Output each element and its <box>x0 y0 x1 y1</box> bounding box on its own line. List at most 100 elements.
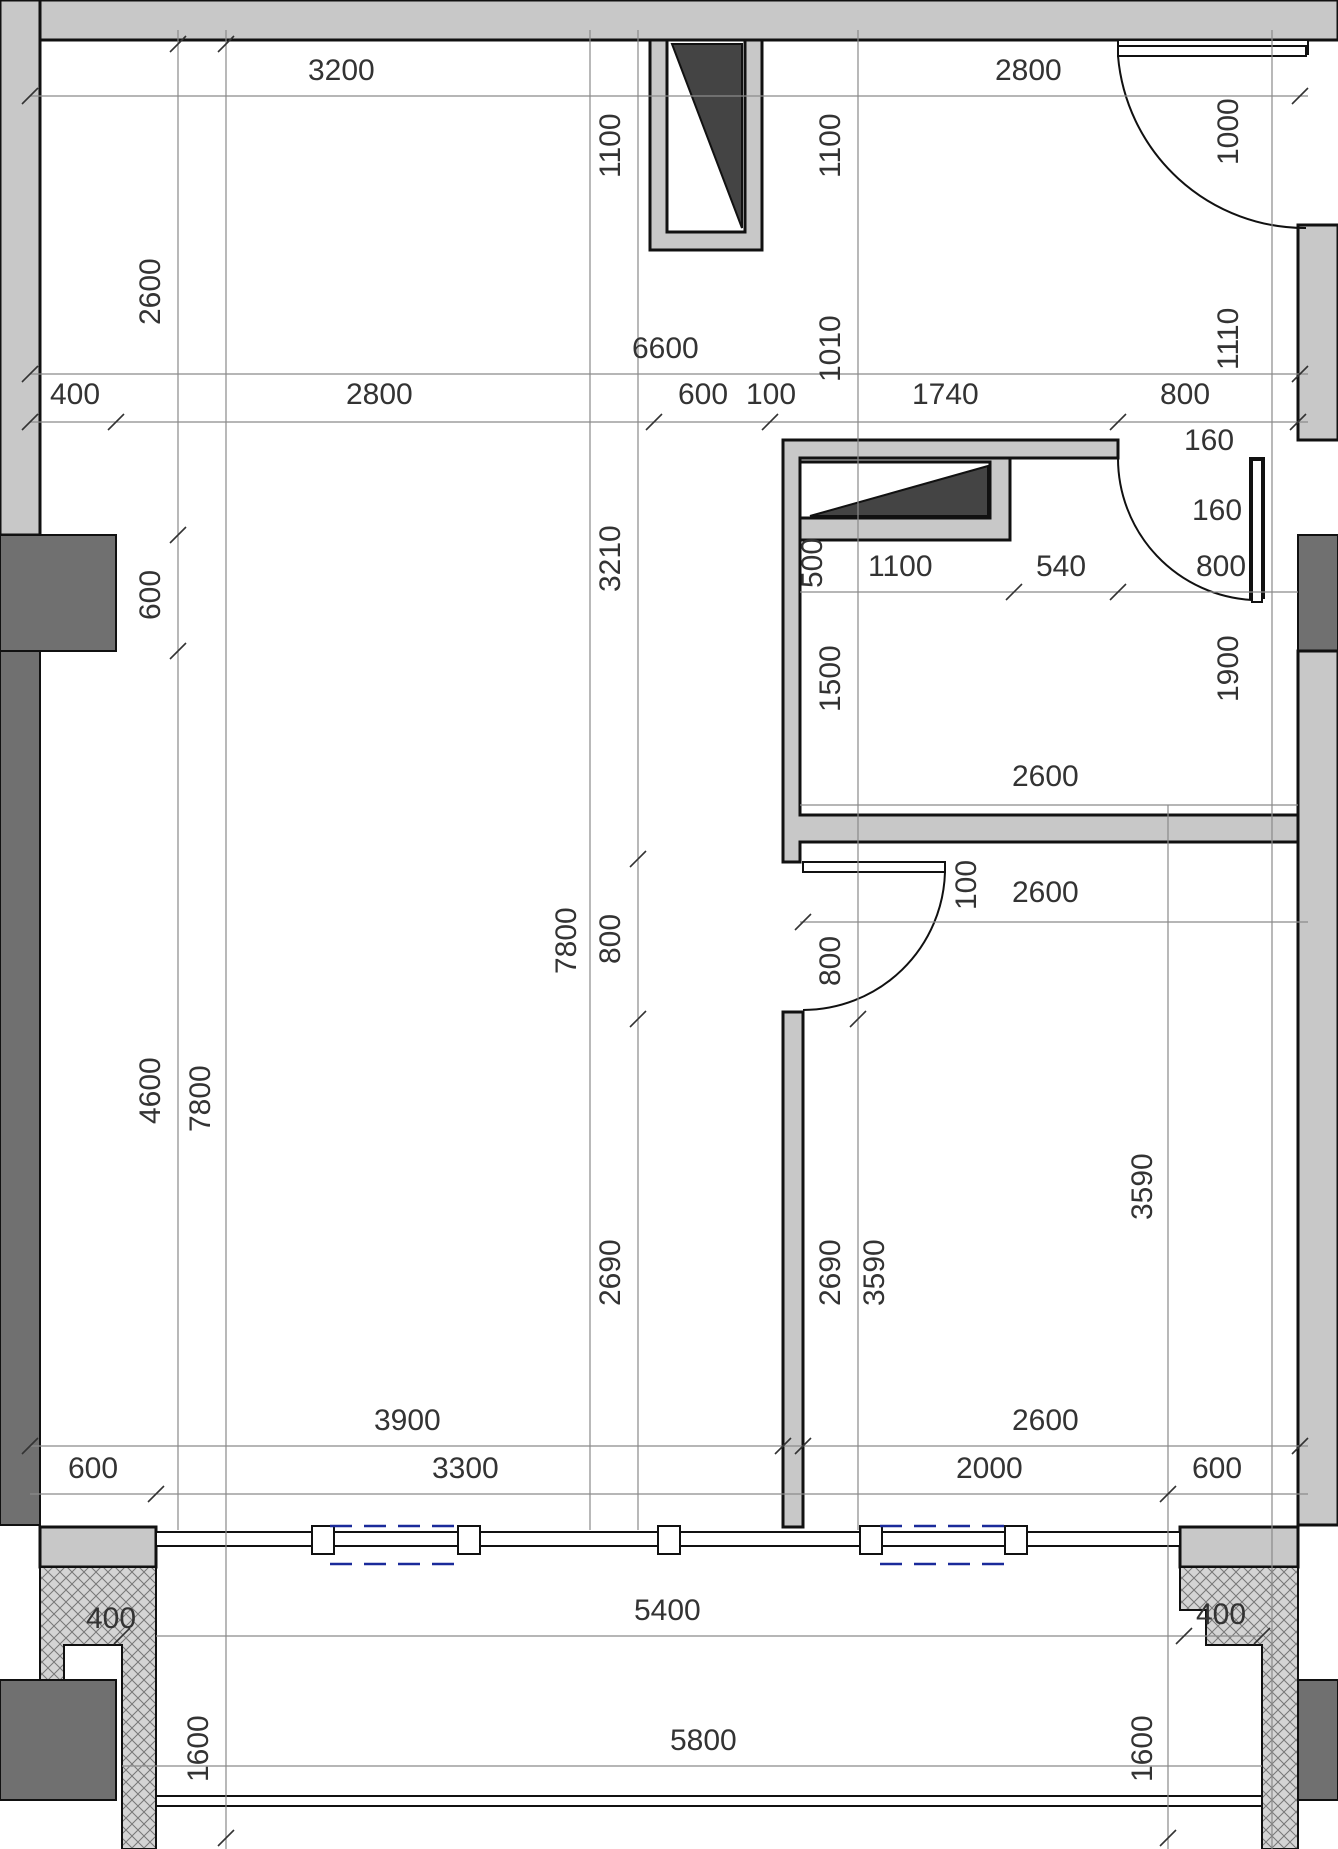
dimension-tick <box>107 413 125 431</box>
dimension-tick <box>1253 1627 1271 1645</box>
dim-label: 2600 <box>1012 1404 1079 1437</box>
top-wall-strip <box>38 0 1338 42</box>
dim-label: 800 <box>594 914 627 964</box>
dim-label: 600 <box>678 378 728 411</box>
dim-label: 3200 <box>308 54 375 87</box>
dim-label: 1010 <box>814 315 847 382</box>
dimension-tick <box>1109 413 1127 431</box>
dim-label: 2600 <box>134 258 167 325</box>
window-mullion <box>1004 1525 1028 1555</box>
dim-label: 6600 <box>632 332 699 365</box>
right-wall-upper <box>1296 223 1338 442</box>
dim-label: 1000 <box>1212 98 1245 165</box>
door-swing-room <box>802 871 946 1011</box>
dimension-labels: 3200 2800 1100 1100 1000 2600 6600 1010 … <box>50 54 1246 1782</box>
balcony-parapet <box>155 1795 1263 1807</box>
dimension-ticks <box>21 35 1309 1847</box>
dim-label: 400 <box>86 1602 136 1635</box>
doors <box>802 45 1307 1011</box>
dim-label: 100 <box>746 378 796 411</box>
bath-wall <box>781 438 1300 864</box>
window-mullion <box>457 1525 481 1555</box>
dim-label: 2800 <box>346 378 413 411</box>
dim-label: 2800 <box>995 54 1062 87</box>
dimension-tick <box>645 413 663 431</box>
dim-label: 2690 <box>814 1239 847 1306</box>
dim-label: 1900 <box>1212 635 1245 702</box>
right-wall-lower <box>1296 649 1338 1527</box>
dimension-tick <box>21 87 39 105</box>
dim-label: 1110 <box>1212 308 1245 370</box>
door-swing-entry <box>1117 55 1307 230</box>
dimension-tick <box>1159 1829 1177 1847</box>
dimension-tick <box>1291 87 1309 105</box>
dim-label: 3590 <box>1126 1153 1159 1220</box>
dim-label: 800 <box>1196 550 1246 583</box>
dim-label: 100 <box>950 860 983 910</box>
dim-label: 2600 <box>1012 876 1079 909</box>
right-column <box>1297 534 1338 652</box>
dimension-tick <box>147 1485 165 1503</box>
dim-label: 400 <box>50 378 100 411</box>
dimension-tick <box>849 1010 867 1028</box>
dim-label: 3210 <box>594 525 627 592</box>
dimension-tick <box>794 1437 812 1455</box>
door-leaf-bath <box>1251 459 1263 603</box>
dim-label: 1100 <box>814 113 847 178</box>
dim-label: 800 <box>1160 378 1210 411</box>
balcony-right-column <box>1297 1679 1338 1801</box>
dim-label: 540 <box>1036 550 1086 583</box>
left-wall-lower <box>0 650 41 1526</box>
balcony-right-wall <box>1179 1566 1299 1849</box>
shaft-top-fill <box>670 43 743 229</box>
dim-label: 160 <box>1192 494 1242 527</box>
dim-label: 800 <box>814 936 847 986</box>
dim-label: 1100 <box>594 113 627 178</box>
dim-label: 160 <box>1184 424 1234 457</box>
dimension-tick <box>1289 413 1307 431</box>
window-mullion <box>859 1525 883 1555</box>
left-column <box>0 534 117 652</box>
dimension-tick <box>21 365 39 383</box>
dim-label: 1500 <box>814 645 847 712</box>
dim-label: 2600 <box>1012 760 1079 793</box>
dim-label: 3300 <box>432 1452 499 1485</box>
dimension-tick <box>21 413 39 431</box>
dim-label: 5400 <box>634 1594 701 1627</box>
dimension-tick <box>629 850 647 868</box>
dim-label: 1600 <box>182 1715 215 1782</box>
dim-label: 5800 <box>670 1724 737 1757</box>
dim-label: 3590 <box>858 1239 891 1306</box>
dimension-tick <box>1005 583 1023 601</box>
dim-label: 3900 <box>374 1404 441 1437</box>
windows <box>155 39 1309 1566</box>
dimension-tick <box>169 642 187 660</box>
left-wall-upper <box>0 0 42 537</box>
dimension-tick <box>1109 583 1127 601</box>
dim-label: 7800 <box>184 1065 217 1132</box>
dimension-tick <box>169 526 187 544</box>
dim-label: 600 <box>134 570 167 620</box>
dim-label: 400 <box>1196 1598 1246 1631</box>
door-leaf-entry <box>1117 45 1307 57</box>
bottom-wall-right <box>1178 1525 1300 1569</box>
dim-label: 4600 <box>134 1057 167 1124</box>
partition-wall <box>781 1010 805 1529</box>
dim-label: 7800 <box>550 907 583 974</box>
dim-label: 600 <box>1192 1452 1242 1485</box>
window-mullion <box>311 1525 335 1555</box>
dimension-tick <box>113 1627 131 1645</box>
dimension-lines <box>30 30 1308 1849</box>
dimension-tick <box>629 1010 647 1028</box>
dim-label: 2690 <box>594 1239 627 1306</box>
dim-label: 1600 <box>1126 1715 1159 1782</box>
bath-shaft-fill <box>809 464 989 517</box>
bottom-wall-left <box>38 1525 158 1569</box>
dim-label: 1740 <box>912 378 979 411</box>
dimension-tick <box>21 1437 39 1455</box>
door-swing-bath <box>1116 457 1253 601</box>
dim-label: 500 <box>796 538 829 588</box>
dimension-tick <box>1159 1485 1177 1503</box>
dim-label: 1100 <box>868 550 933 583</box>
